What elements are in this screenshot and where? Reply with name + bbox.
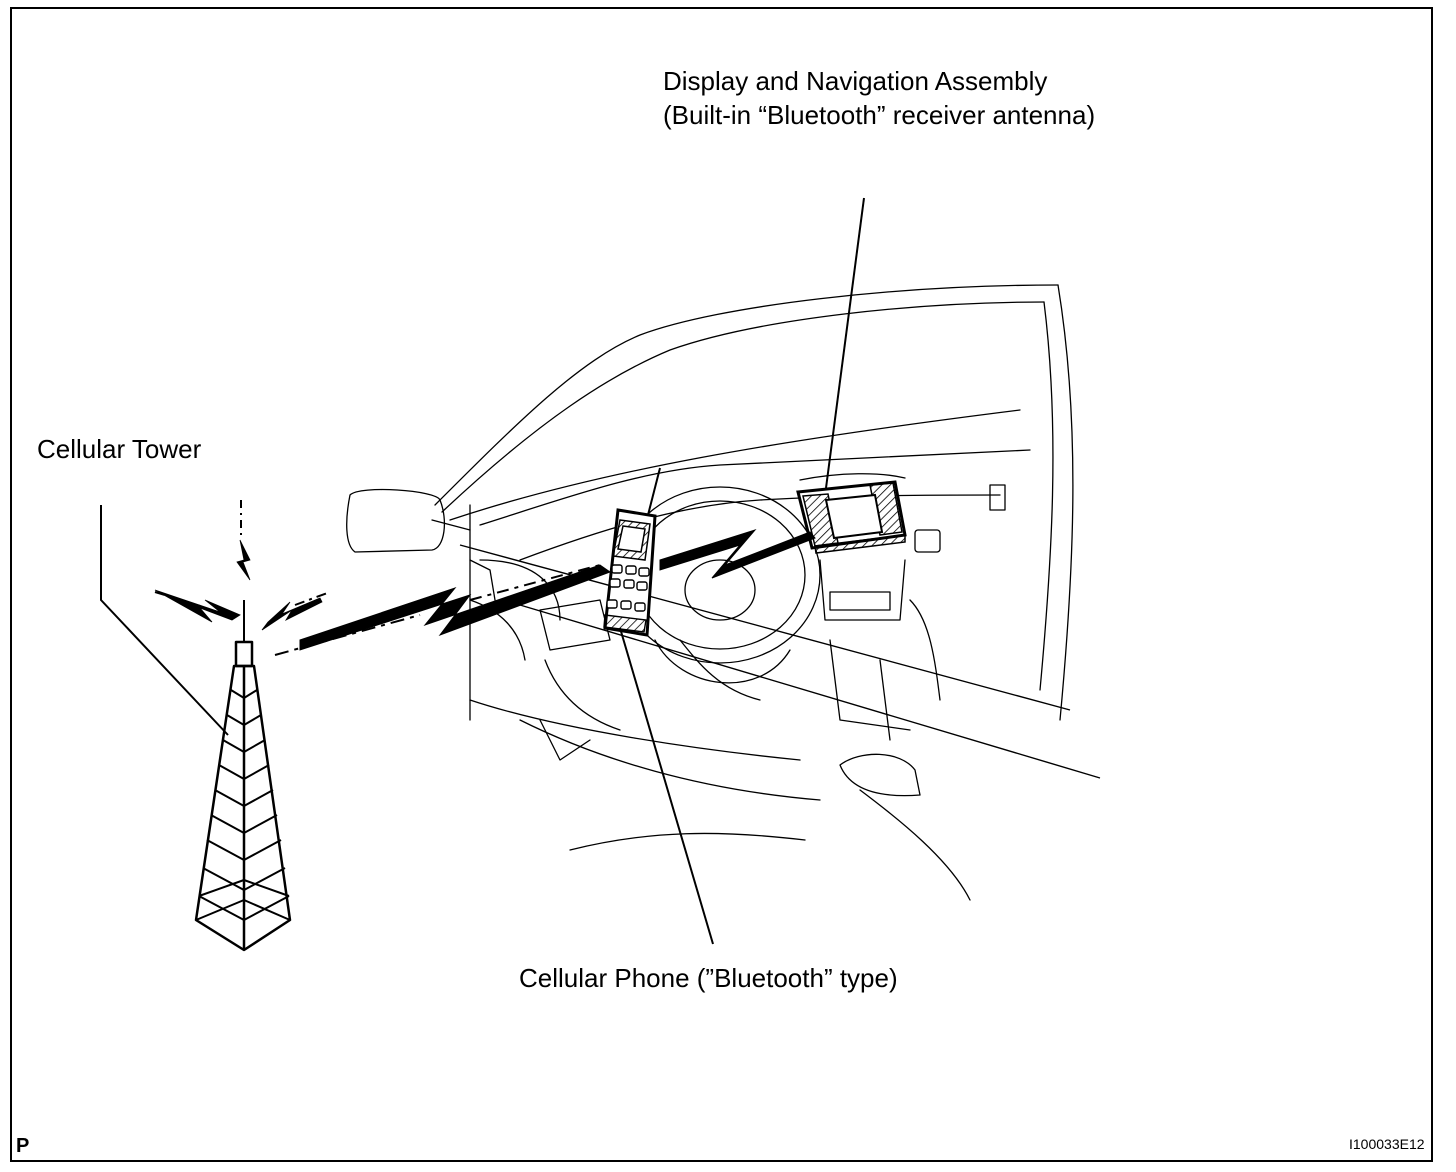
figure-code: I100033E12 [1349, 1136, 1425, 1152]
cellular-tower [194, 600, 292, 952]
signal-bolts [154, 500, 816, 656]
cellular-phone-label: Cellular Phone (”Bluetooth” type) [519, 963, 898, 993]
display-navigation-label: Display and Navigation Assembly (Built-i… [663, 64, 1095, 132]
dash-cut-lines [459, 544, 1101, 779]
diagram-frame [10, 7, 1433, 1162]
display-navigation-label-line1: Display and Navigation Assembly [663, 66, 1048, 96]
navigation-display [796, 480, 907, 554]
cellular-phone [603, 467, 661, 637]
leader-lines [100, 197, 865, 945]
car-interior [346, 284, 1074, 901]
corner-letter: P [16, 1135, 30, 1157]
cellular-tower-label: Cellular Tower [37, 434, 202, 464]
display-navigation-label-line2: (Built-in “Bluetooth” receiver antenna) [663, 100, 1096, 130]
